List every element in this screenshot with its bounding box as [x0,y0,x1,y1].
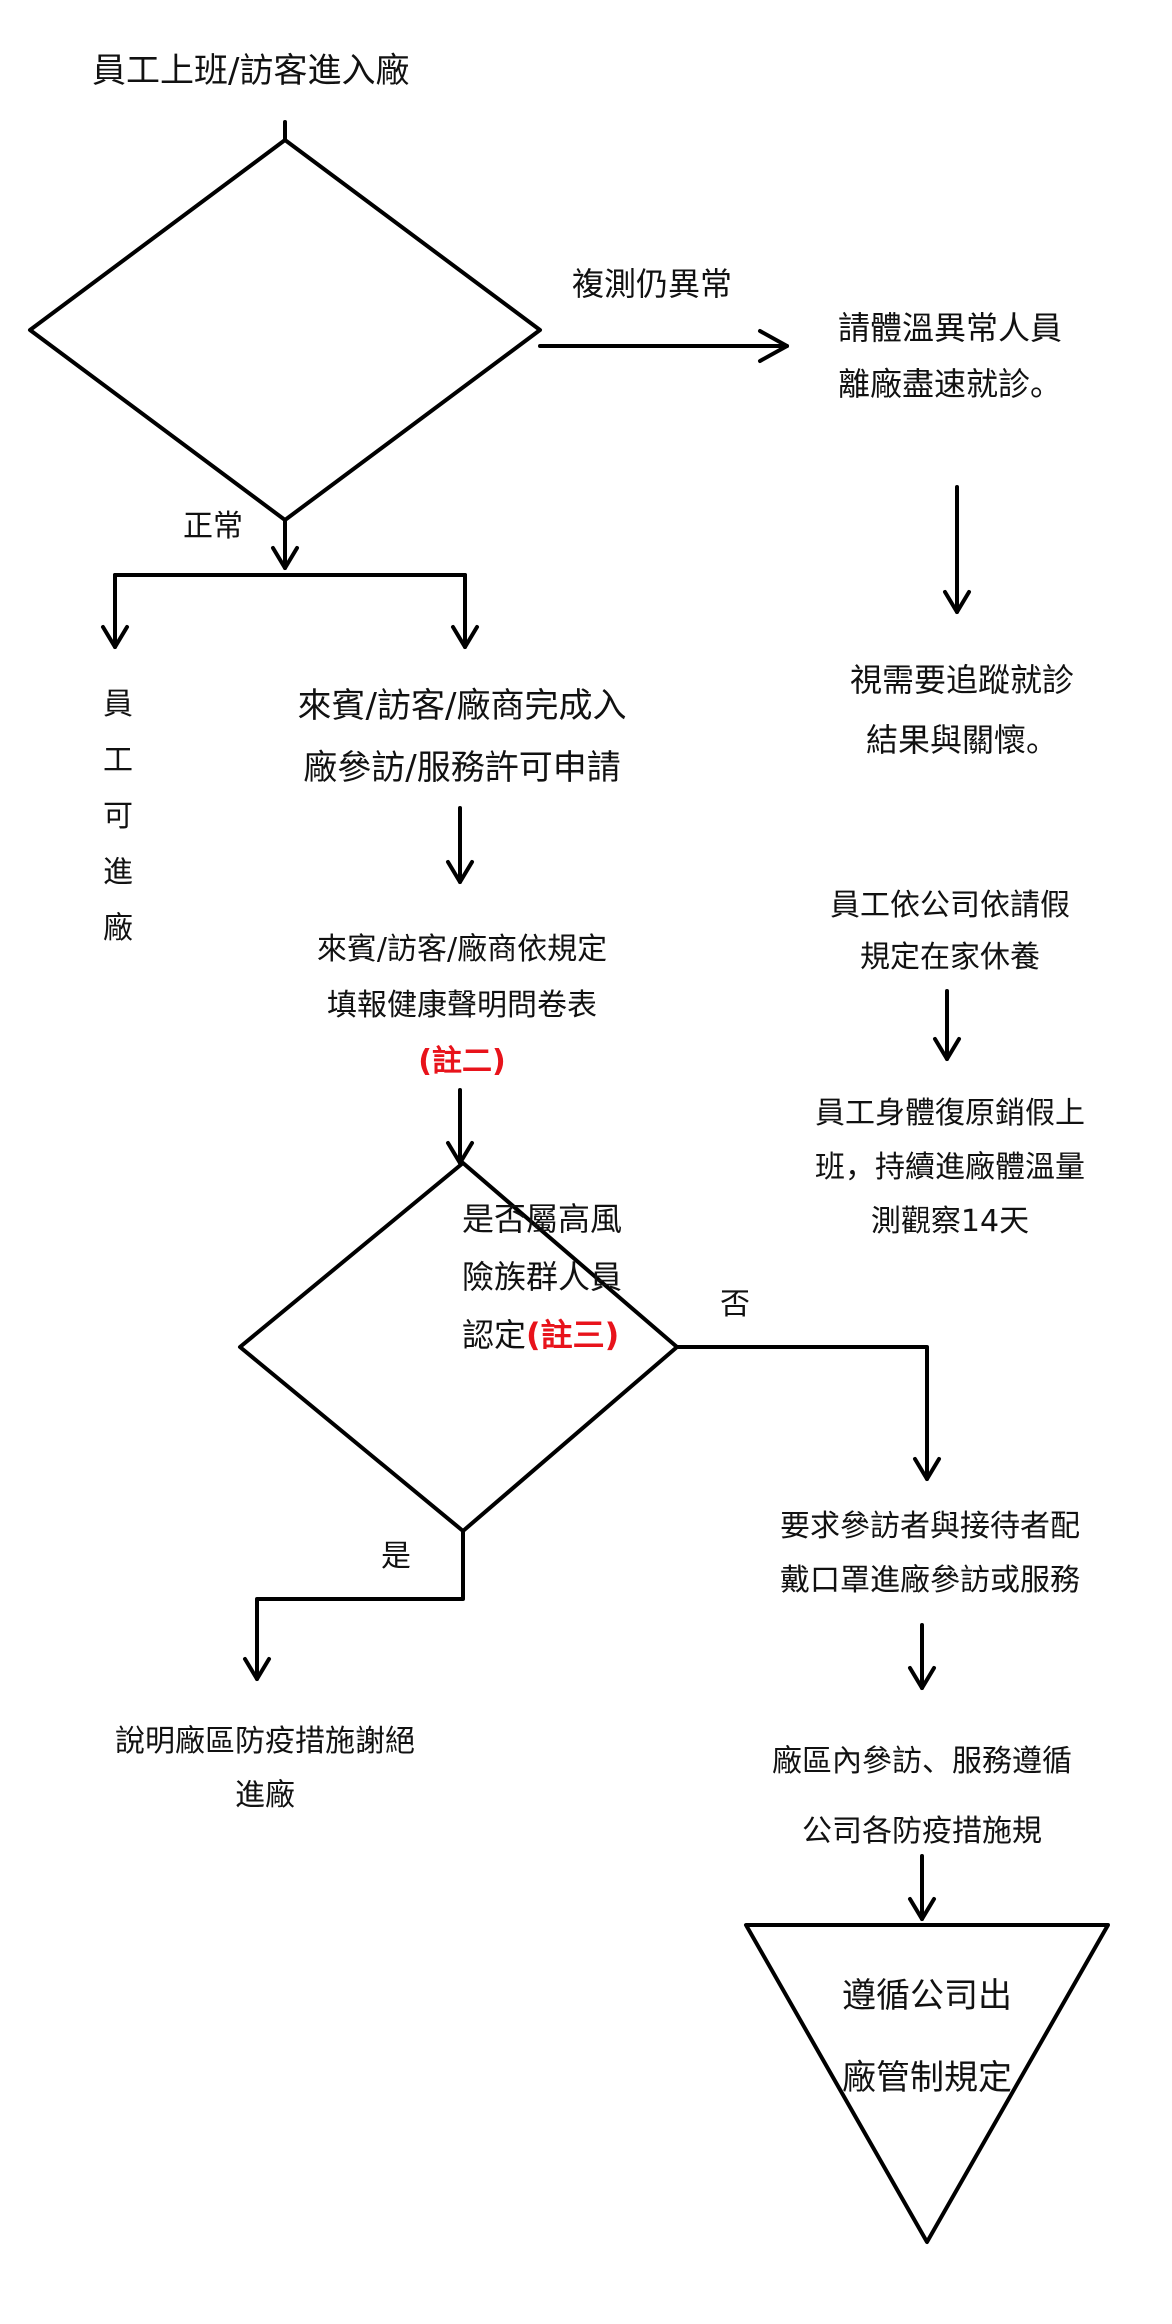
end-label: 遵循公司出 廠管制規定 [777,1955,1077,2119]
end-line-2: 廠管制規定 [842,2058,1012,2098]
refuse-line-2: 進廠 [235,1778,295,1813]
return-line-3: 測觀察14天 [870,1204,1030,1239]
questionnaire-note: (註二) [418,1044,506,1079]
questionnaire-line-1: 來賓/訪客/廠商依規定 [316,932,608,967]
mask-line-1: 要求參訪者與接待者配 [780,1509,1080,1544]
questionnaire-line-2: 填報健康聲明問卷表 [327,988,597,1023]
visitor-apply-line-2: 廠參訪/服務許可申請 [303,748,621,788]
high-risk-note: (註三) [526,1316,620,1354]
arrow-yes [255,1529,465,1681]
normal-label: 正常 [183,509,243,544]
abnormal-line-2: 離廠盡速就診。 [837,365,1062,403]
track-line-2: 結果與關懷。 [865,721,1058,759]
employee-enter-char: 工 [103,743,133,778]
visitor-apply: 來賓/訪客/廠商完成入 廠參訪/服務許可申請 [262,675,662,799]
high-risk-text: 認定 [462,1316,527,1354]
follow-line-2: 公司各防疫措施規 [802,1814,1042,1849]
mask-line-2: 戴口罩進廠參訪或服務 [780,1563,1080,1598]
employee-enter-vertical: 員 工 可 進 廠 [98,690,138,970]
refuse-entry: 說明廠區防疫措施謝絕 進廠 [55,1715,475,1823]
visitor-apply-line-1: 來賓/訪客/廠商完成入 [297,686,627,726]
employee-enter-char: 進 [103,855,133,890]
arrow-no [675,1345,929,1481]
leave-line-2: 規定在家休養 [860,940,1040,975]
follow-measures: 廠區內參訪、服務遵循 公司各防疫措施規 [722,1727,1122,1867]
end-line-1: 遵循公司出 [842,1976,1012,2016]
return-work: 員工身體復原銷假上 班，持續進廠體溫量 測觀察14天 [790,1087,1110,1249]
refuse-line-1: 說明廠區防疫措施謝絕 [115,1724,415,1759]
high-risk-line-3: 認定(註三) [462,1306,622,1364]
questionnaire: 來賓/訪客/廠商依規定 填報健康聲明問卷表 (註二) [262,922,662,1090]
employee-enter-char: 可 [103,799,133,834]
no-label: 否 [720,1287,750,1322]
leave-home: 員工依公司依請假 規定在家休養 [800,880,1100,984]
recheck-abnormal-label: 複測仍異常 [572,265,733,303]
temperature-check-diamond [28,138,542,522]
yes-label: 是 [381,1539,411,1574]
follow-line-1: 廠區內參訪、服務遵循 [772,1744,1072,1779]
employee-enter-char: 員 [103,687,133,722]
mask-requirement: 要求參訪者與接待者配 戴口罩進廠參訪或服務 [730,1500,1130,1608]
abnormal-line-1: 請體溫異常人員 [837,309,1062,347]
high-risk-question: 是否屬高風 險族群人員 認定(註三) [462,1190,622,1364]
employee-enter-char: 廠 [103,911,133,946]
track-result: 視需要追蹤就診 結果與關懷。 [812,650,1112,770]
end-triangle [744,1923,1110,2244]
start-label: 員工上班/訪客進入廠 [92,51,410,91]
high-risk-line-1: 是否屬高風 [462,1200,623,1238]
return-line-1: 員工身體復原銷假上 [815,1096,1085,1131]
abnormal-action: 請體溫異常人員 離廠盡速就診。 [790,300,1110,412]
return-line-2: 班，持續進廠體溫量 [815,1150,1085,1185]
high-risk-line-2: 險族群人員 [462,1258,623,1296]
leave-line-1: 員工依公司依請假 [830,888,1070,923]
track-line-1: 視需要追蹤就診 [849,661,1074,699]
